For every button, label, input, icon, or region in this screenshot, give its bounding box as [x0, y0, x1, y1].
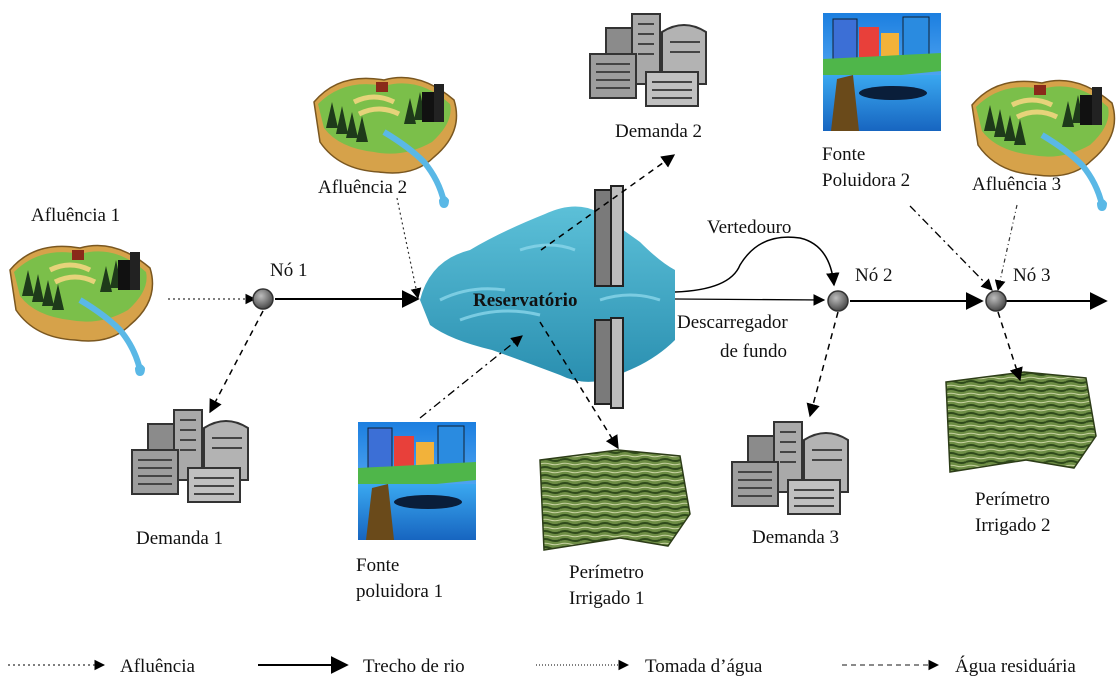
intake-demand3: [806, 311, 839, 418]
demand2-illustration: [589, 13, 707, 107]
demand1-illustration: [131, 409, 249, 503]
irrigated1-label-2: Irrigado 1: [569, 588, 644, 609]
legend: Afluência Trecho de rio Tomada d’água Ág…: [8, 655, 1076, 677]
wastewater-pollution2: [909, 205, 993, 291]
legend-water-intake-label: Tomada d’água: [645, 656, 763, 677]
irrigated2-label-1: Perímetro: [975, 489, 1050, 510]
legend-wastewater-label: Água residuária: [955, 655, 1076, 677]
node2: [827, 290, 849, 312]
irrigated1-illustration: [539, 449, 691, 551]
reservoir-label: Reservatório: [473, 290, 577, 311]
pollution2-label-1: Fonte: [822, 144, 865, 165]
node1-label: Nó 1: [270, 260, 307, 281]
node2-label: Nó 2: [855, 265, 892, 286]
wastewater-pollution1: [419, 335, 523, 419]
bottom-outlet-label-2: de fundo: [720, 341, 787, 362]
pollution1-label-1: Fonte: [356, 555, 399, 576]
node3-label: Nó 3: [1013, 265, 1050, 286]
inflow1-label: Afluência 1: [31, 205, 120, 226]
bottom-outlet-link: [674, 294, 826, 306]
irrigated2-illustration: [945, 371, 1097, 473]
demand2-label: Demanda 2: [615, 121, 702, 142]
dam: [594, 185, 624, 409]
bottom-outlet-label-1: Descarregador: [677, 312, 788, 333]
node3: [985, 290, 1007, 312]
irrigated1-label-1: Perímetro: [569, 562, 644, 583]
demand3-label: Demanda 3: [752, 527, 839, 548]
pollution2-illustration: [822, 12, 942, 132]
intake-demand1: [209, 310, 264, 414]
demand3-illustration: [731, 421, 849, 515]
legend-river-reach-label: Trecho de rio: [363, 656, 465, 677]
irrigated2-label-2: Irrigado 2: [975, 515, 1050, 536]
pollution2-label-2: Poluidora 2: [822, 170, 910, 191]
legend-inflow-label: Afluência: [120, 656, 195, 677]
spillway-label: Vertedouro: [707, 217, 791, 238]
inflow2-link: [396, 197, 422, 300]
spillway-link: [674, 236, 840, 293]
pollution1-label-2: poluidora 1: [356, 581, 443, 602]
intake-irrigated1: [539, 321, 619, 450]
inflow3-label: Afluência 3: [972, 174, 1061, 195]
demand1-label: Demanda 1: [136, 528, 223, 549]
pollution1-illustration: [357, 421, 477, 541]
inflow3-link: [994, 204, 1018, 292]
intake-demand2: [540, 154, 676, 251]
inflow1-illustration: [10, 246, 153, 377]
node1: [252, 288, 274, 310]
inflow2-label: Afluência 2: [318, 177, 407, 198]
intake-irrigated2: [997, 311, 1023, 382]
